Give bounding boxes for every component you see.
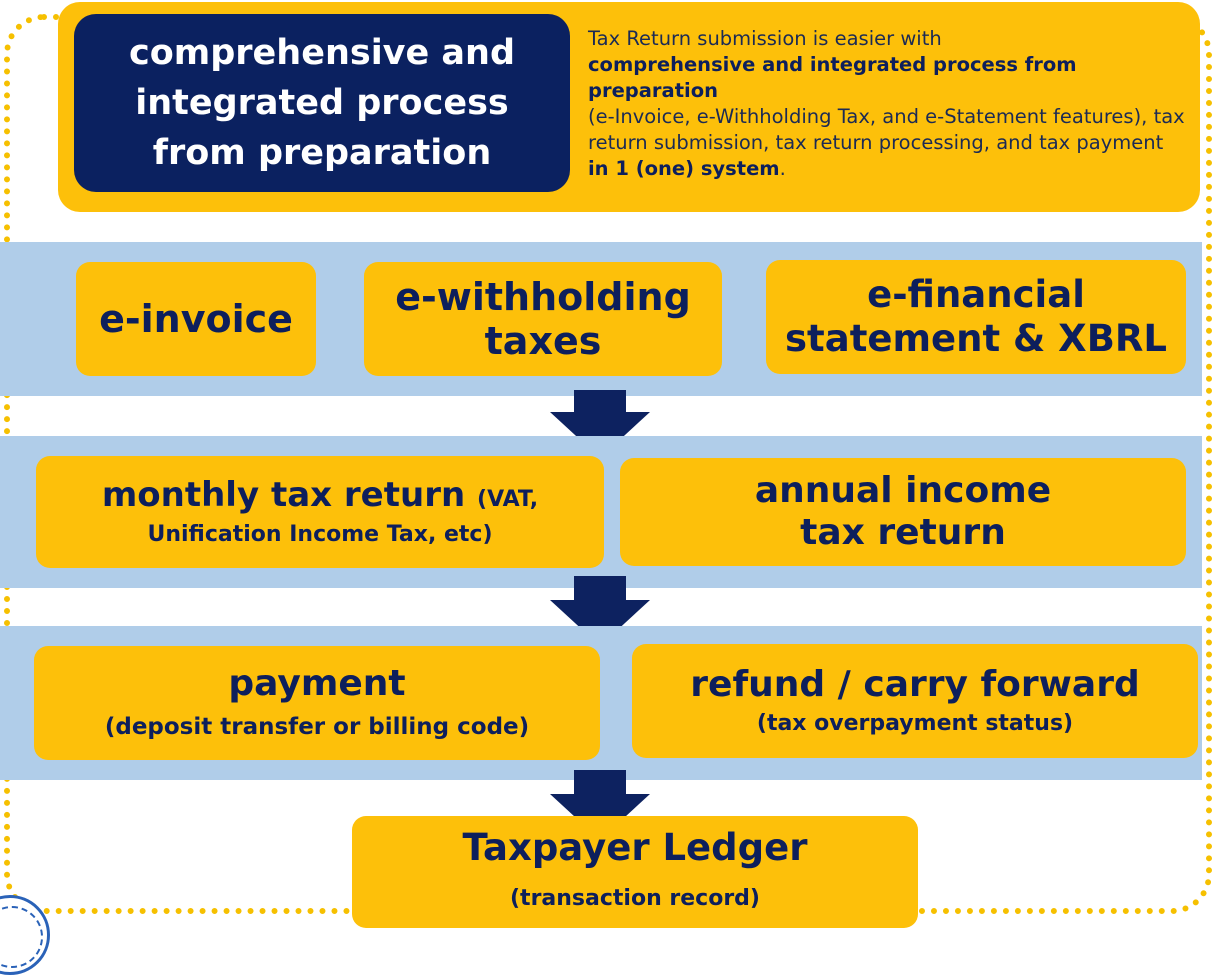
description-end: .: [779, 157, 786, 180]
description-bold-end: in 1 (one) system: [588, 157, 780, 180]
header-description: Tax Return submission is easier with com…: [588, 26, 1188, 182]
monthly-paren-2: Unification Income Tax, etc): [147, 521, 493, 547]
monthly-main: monthly tax return: [101, 474, 466, 515]
payment-box: payment (deposit transfer or billing cod…: [34, 646, 600, 760]
ewithholding-box: e-withholding taxes: [364, 262, 722, 376]
description-middle: (e-Invoice, e-Withholding Tax, and e-Sta…: [588, 105, 1185, 154]
einvoice-box: e-invoice: [76, 262, 316, 376]
header-title: comprehensive and integrated process fro…: [128, 33, 516, 173]
einvoice-label: e-invoice: [99, 297, 293, 341]
ledger-box: Taxpayer Ledger (transaction record): [352, 816, 918, 928]
annual-return-box: annual income tax return: [620, 458, 1186, 566]
header-title-box: comprehensive and integrated process fro…: [74, 14, 570, 192]
seal-inner-ring: [0, 906, 43, 968]
arrow-1-shaft: [574, 390, 626, 414]
refund-sub: (tax overpayment status): [756, 711, 1074, 736]
refund-box: refund / carry forward (tax overpayment …: [632, 644, 1198, 758]
annual-label: annual income tax return: [754, 470, 1052, 553]
monthly-paren-1: (VAT,: [477, 486, 539, 512]
ledger-sub: (transaction record): [510, 886, 760, 911]
efinancial-label: e-financial statement & XBRL: [785, 273, 1167, 360]
ewithholding-label: e-withholding taxes: [395, 275, 691, 363]
description-bold-phrase: comprehensive and integrated process fro…: [588, 53, 1077, 102]
payment-title: payment: [228, 663, 406, 704]
ledger-title: Taxpayer Ledger: [462, 826, 808, 869]
arrow-3-shaft: [574, 770, 626, 796]
refund-title: refund / carry forward: [690, 664, 1140, 705]
payment-sub: (deposit transfer or billing code): [104, 714, 530, 740]
monthly-title-line: monthly tax return (VAT,: [102, 475, 538, 520]
description-intro: Tax Return submission is easier with: [588, 27, 942, 50]
arrow-2-shaft: [574, 576, 626, 602]
monthly-return-box: monthly tax return (VAT, Unification Inc…: [36, 456, 604, 568]
efinancial-box: e-financial statement & XBRL: [766, 260, 1186, 374]
